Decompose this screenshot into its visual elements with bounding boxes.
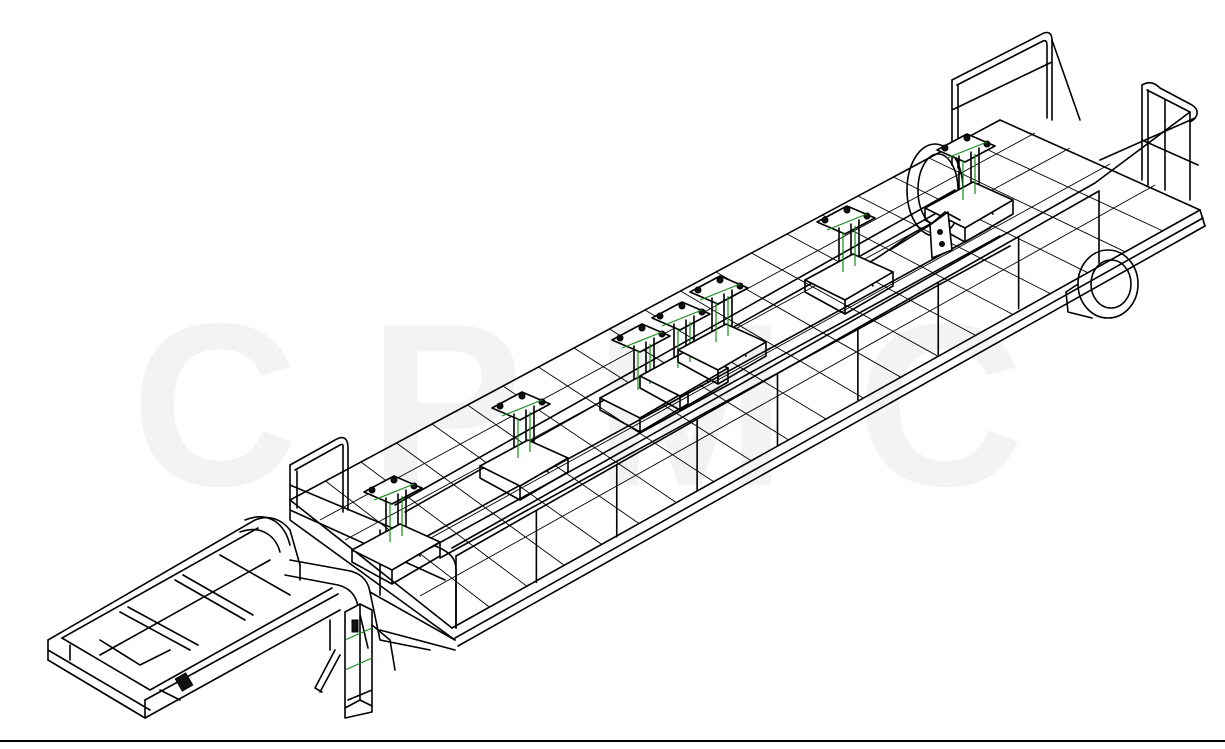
deck-cross-member [964, 138, 1163, 232]
left-corner-railing [289, 436, 457, 629]
right-end-railing [951, 31, 1199, 201]
deck-cross-member [822, 214, 1014, 315]
gooseneck-hitch [47, 516, 456, 719]
wheel-bracket [869, 211, 961, 263]
pipe-support [479, 391, 569, 501]
deck-cross-member [928, 157, 1126, 253]
bottom-border-line [0, 740, 1225, 742]
deck-cross-member [680, 290, 864, 399]
deck-cross-member [893, 176, 1088, 274]
pipe-support [351, 475, 441, 585]
near-handrail [451, 111, 1191, 629]
pipe-supports [351, 133, 1014, 585]
deck-cross-member [786, 233, 976, 336]
pipe-support [677, 275, 767, 385]
pipe-support [804, 205, 894, 315]
landing-jack [314, 603, 396, 719]
